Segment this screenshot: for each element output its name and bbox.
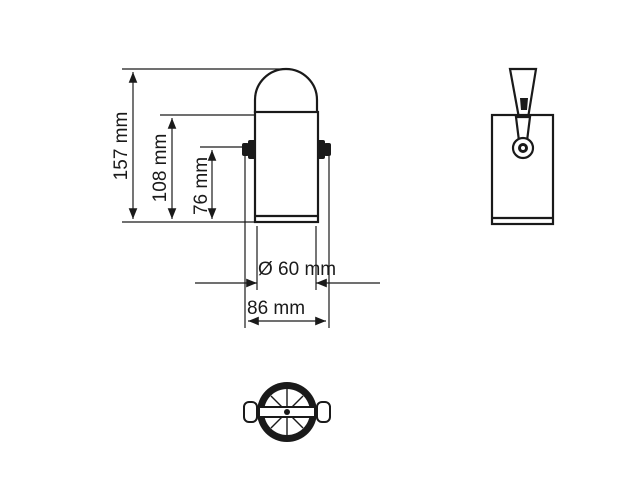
side-body <box>490 113 555 226</box>
top-left-knob <box>243 401 258 423</box>
right-knob <box>317 140 331 159</box>
dim-label-diameter: Ø 60 mm <box>258 259 336 280</box>
side-handle <box>508 67 538 120</box>
top-right-knob <box>316 401 331 423</box>
dim-label-157: 157 mm <box>111 112 132 181</box>
front-view <box>242 67 331 224</box>
side-view <box>490 67 555 226</box>
lamp-handle <box>253 67 319 113</box>
height-dimensions: 157 mm 108 mm 76 mm <box>111 68 286 223</box>
dim-label-86: 86 mm <box>247 298 305 319</box>
top-view <box>243 382 331 442</box>
dim-label-108: 108 mm <box>150 134 171 203</box>
lamp-body <box>253 110 320 224</box>
dim-label-76: 76 mm <box>191 157 212 215</box>
width-dimensions: Ø 60 mm 86 mm <box>195 156 380 328</box>
left-knob <box>242 140 256 159</box>
